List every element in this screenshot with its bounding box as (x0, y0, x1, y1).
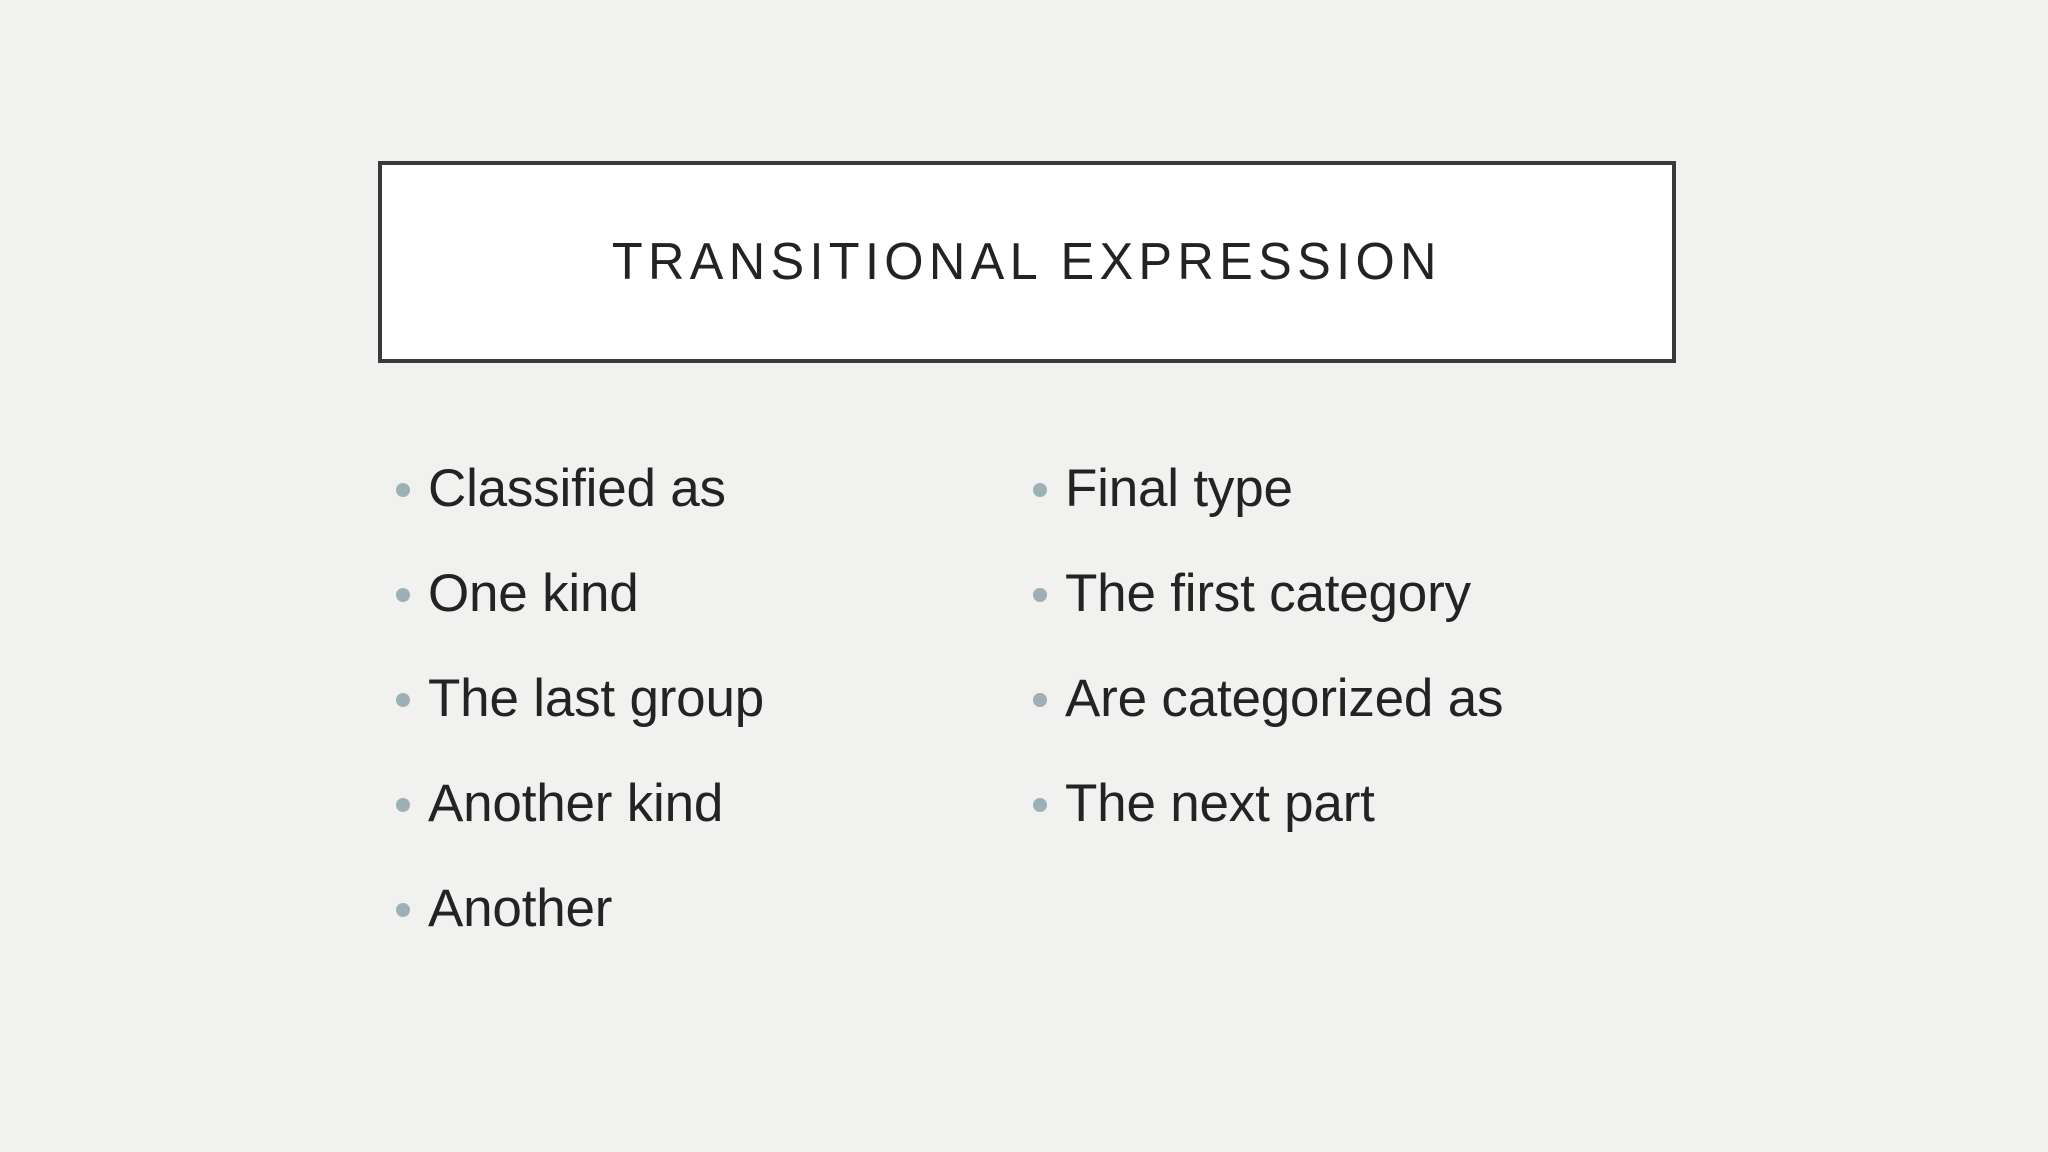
list-item[interactable]: One kind (396, 553, 1016, 658)
bullet-dot-icon (396, 588, 410, 602)
bullet-dot-icon (1033, 588, 1047, 602)
bullet-dot-icon (1033, 693, 1047, 707)
list-item-label: Final type (1065, 459, 1293, 518)
list-item[interactable]: The last group (396, 658, 1016, 763)
list-item[interactable]: Are categorized as (1033, 658, 1693, 763)
list-item-label: Classified as (428, 459, 726, 518)
right-column: Final type The first category Are catego… (1033, 448, 1693, 868)
page-title: TRANSITIONAL EXPRESSION (612, 233, 1442, 291)
bullet-dot-icon (396, 798, 410, 812)
bullet-dot-icon (396, 483, 410, 497)
list-item[interactable]: Classified as (396, 448, 1016, 553)
list-item[interactable]: The first category (1033, 553, 1693, 658)
list-item-label: Another (428, 879, 613, 938)
list-item[interactable]: Final type (1033, 448, 1693, 553)
title-box: TRANSITIONAL EXPRESSION (378, 161, 1676, 363)
list-item[interactable]: The next part (1033, 763, 1693, 868)
list-item-label: The last group (428, 669, 765, 728)
list-item-label: Are categorized as (1065, 669, 1504, 728)
bullet-dot-icon (1033, 483, 1047, 497)
list-item[interactable]: Another (396, 868, 1016, 973)
left-column: Classified as One kind The last group An… (396, 448, 1016, 973)
bullet-dot-icon (1033, 798, 1047, 812)
bullet-dot-icon (396, 903, 410, 917)
list-item-label: Another kind (428, 774, 724, 833)
list-item-label: One kind (428, 564, 639, 623)
list-item[interactable]: Another kind (396, 763, 1016, 868)
list-item-label: The first category (1065, 564, 1471, 623)
bullet-dot-icon (396, 693, 410, 707)
list-item-label: The next part (1065, 774, 1375, 833)
